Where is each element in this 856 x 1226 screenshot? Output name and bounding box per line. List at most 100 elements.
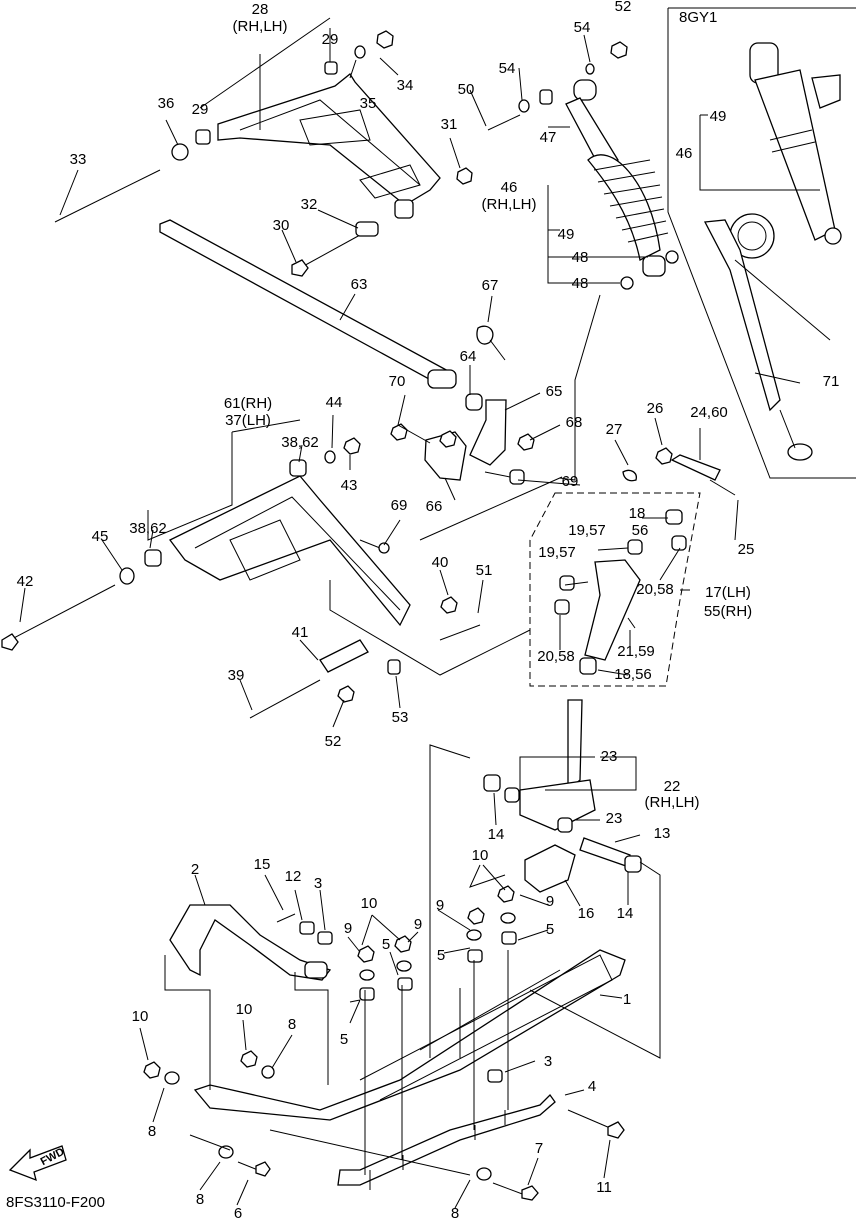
callout-50: 50: [457, 81, 475, 98]
callout-48a: 48: [571, 249, 589, 266]
callout-22: 22: [663, 778, 681, 795]
callout-35: 35: [359, 95, 377, 112]
callout-53: 53: [391, 709, 409, 726]
callout-67: 67: [481, 277, 499, 294]
callout-9d: 9: [413, 916, 423, 933]
callout-14b: 14: [616, 905, 634, 922]
inset-shock: [703, 42, 842, 461]
callout-28: 28: [251, 1, 269, 18]
callout-5a: 5: [545, 921, 555, 938]
callout-8d: 8: [195, 1191, 205, 1208]
callout-30: 30: [272, 217, 290, 234]
callout-39: 39: [227, 667, 245, 684]
callout-37: 37(LH): [225, 412, 271, 429]
callout-18a: 18: [628, 505, 646, 522]
callout-26: 26: [646, 400, 664, 417]
callout-71: 71: [822, 373, 840, 390]
callout-7: 7: [534, 1140, 544, 1157]
callout-29b: 29: [191, 101, 209, 118]
callout-45: 45: [91, 528, 109, 545]
callout-3a: 3: [313, 875, 323, 892]
callout-46-inset: 46: [675, 145, 693, 162]
callout-15: 15: [253, 856, 271, 873]
callout-70: 70: [388, 373, 406, 390]
callout-5b: 5: [381, 936, 391, 953]
spindle-assembly: [529, 447, 736, 687]
leader-lines: [19, 17, 820, 1209]
callout-4: 4: [587, 1078, 597, 1095]
callout-69b: 69: [390, 497, 408, 514]
callout-23a: 23: [600, 748, 618, 765]
callout-11: 11: [596, 1179, 612, 1196]
callout-8c: 8: [450, 1205, 460, 1222]
callout-28-side: (RH,LH): [232, 18, 288, 35]
callout-9c: 9: [343, 920, 353, 937]
callout-44: 44: [325, 394, 343, 411]
callout-10b: 10: [360, 895, 378, 912]
callout-46-side: (RH,LH): [481, 196, 537, 213]
callout-9a: 9: [435, 897, 445, 914]
callout-20-58b: 20,58: [537, 648, 575, 665]
callout-61: 61(RH): [223, 395, 273, 412]
callout-31: 31: [440, 116, 458, 133]
callout-21-59: 21,59: [617, 643, 655, 660]
callout-41: 41: [291, 624, 309, 641]
callout-9b: 9: [545, 893, 555, 910]
callout-63: 63: [350, 276, 368, 293]
callout-32: 32: [300, 196, 318, 213]
callout-65: 65: [545, 383, 563, 400]
callout-64: 64: [459, 348, 477, 365]
callout-40: 40: [431, 554, 449, 571]
callout-48b: 48: [571, 275, 589, 292]
callout-13: 13: [653, 825, 671, 842]
callout-14a: 14: [487, 826, 505, 843]
callout-52b: 52: [324, 733, 342, 750]
callout-34: 34: [396, 77, 414, 94]
callout-69a: 69: [561, 473, 579, 490]
lower-arm: [1, 437, 481, 719]
shock-absorber: [487, 41, 679, 290]
ski: [143, 885, 626, 1201]
callout-27: 27: [605, 421, 623, 438]
callout-49-inset: 49: [709, 108, 727, 125]
inset-title: 8GY1: [679, 9, 718, 26]
callout-29a: 29: [321, 31, 339, 48]
callout-1: 1: [622, 991, 632, 1008]
callout-24-60: 24,60: [690, 404, 728, 421]
callout-47: 47: [539, 129, 557, 146]
callout-46: 46: [500, 179, 518, 196]
callout-33: 33: [69, 151, 87, 168]
callout-54a: 54: [573, 19, 591, 36]
callout-42: 42: [16, 573, 34, 590]
steering-column: [483, 699, 642, 893]
callout-5d: 5: [339, 1031, 349, 1048]
callout-8b: 8: [147, 1123, 157, 1140]
inset-frame: [667, 7, 856, 479]
callout-10c: 10: [131, 1008, 149, 1025]
fwd-arrow-icon: [8, 1145, 67, 1182]
callout-6: 6: [233, 1205, 243, 1222]
callout-25: 25: [737, 541, 755, 558]
callout-66: 66: [425, 498, 443, 515]
callout-3b: 3: [543, 1053, 553, 1070]
callout-68: 68: [565, 414, 583, 431]
callout-5c: 5: [436, 947, 446, 964]
callout-19-57a: 19,57: [568, 522, 606, 539]
callout-2: 2: [190, 861, 200, 878]
callout-55-rh: 55(RH): [703, 603, 753, 620]
callout-56: 56: [631, 522, 649, 539]
callout-54b: 54: [498, 60, 516, 77]
upper-arm: [54, 30, 473, 277]
callout-16: 16: [577, 905, 595, 922]
callout-17-lh: 17(LH): [705, 584, 751, 601]
callout-52a: 52: [614, 0, 632, 15]
callout-12: 12: [284, 868, 302, 885]
callout-22-side: (RH,LH): [644, 794, 700, 811]
callout-23b: 23: [605, 810, 623, 827]
callout-38-62a: 38,62: [281, 434, 319, 451]
callout-10d: 10: [235, 1001, 253, 1018]
catalog-code: 8FS3110-F200: [6, 1194, 105, 1211]
callout-10a: 10: [471, 847, 489, 864]
rod-linkage: [159, 219, 535, 485]
